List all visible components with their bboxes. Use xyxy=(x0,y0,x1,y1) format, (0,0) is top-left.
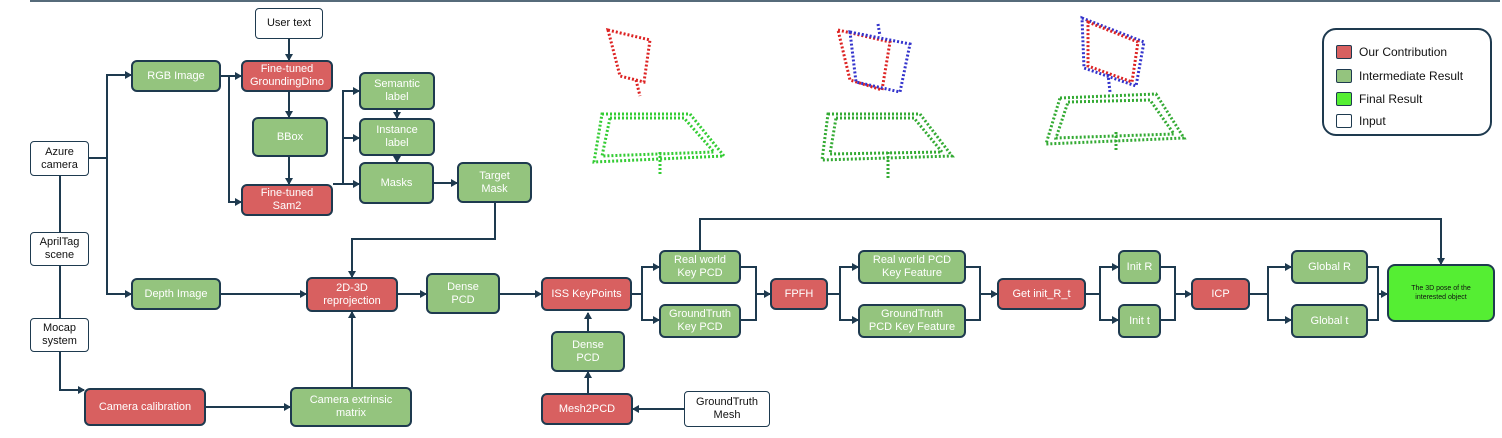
edge-init-t xyxy=(1099,294,1119,324)
sam2-node: Fine-tuned Sam2 xyxy=(241,184,333,216)
masks-node: Masks xyxy=(359,162,434,204)
legend-item-intermediate: Intermediate Result xyxy=(1336,68,1463,84)
icp-node: ICP xyxy=(1191,278,1250,310)
edge-fpfh-realfeat xyxy=(828,263,859,295)
init-r-node: Init R xyxy=(1118,250,1161,284)
legend: Our Contribution Intermediate Result Fin… xyxy=(1322,28,1492,136)
target-mask-node: Target Mask xyxy=(457,162,532,203)
edge-fpfh-gtfeat xyxy=(839,294,859,324)
depth-image-node: Depth Image xyxy=(131,278,221,310)
iss-keypoints-node: ISS KeyPoints xyxy=(541,277,632,311)
groundtruth-key-pcd-node: GroundTruth Key PCD xyxy=(659,304,741,338)
legend-label: Input xyxy=(1359,114,1386,128)
edge-target-reproj xyxy=(348,203,496,278)
dense-pcd-2-node: Dense PCD xyxy=(551,331,625,372)
get-init-rt-node: Get init_R_t xyxy=(997,278,1086,310)
legend-swatch-final xyxy=(1336,92,1352,106)
apriltag-scene-node: AprilTag scene xyxy=(30,232,89,266)
edge-realkey-final xyxy=(699,218,1445,265)
edge-icp-globalr xyxy=(1250,263,1292,295)
edge-rgb-sam xyxy=(228,76,242,206)
edge-gtfeat-init xyxy=(966,294,981,321)
edge-realkey-fpfh xyxy=(741,266,771,298)
pointcloud-sample-2 xyxy=(820,23,955,178)
real-world-pcd-key-feature-node: Real world PCD Key Feature xyxy=(858,250,966,284)
legend-label: Intermediate Result xyxy=(1359,69,1464,83)
camera-extrinsic-node: Camera extrinsic matrix xyxy=(290,387,412,427)
real-world-key-pcd-node: Real world Key PCD xyxy=(659,250,741,284)
edge-iss-gtkey xyxy=(641,294,660,324)
edge-azure-rgb xyxy=(89,71,132,159)
camera-calibration-node: Camera calibration xyxy=(84,388,206,426)
init-t-node: Init t xyxy=(1118,304,1161,338)
edge-globalt-final xyxy=(1368,294,1379,321)
user-text-node: User text xyxy=(255,8,323,39)
legend-swatch-intermediate xyxy=(1336,69,1352,83)
azure-camera-node: Azure camera xyxy=(30,141,89,176)
legend-label: Final Result xyxy=(1359,92,1423,106)
global-r-node: Global R xyxy=(1291,250,1368,284)
mocap-system-node: Mocap system xyxy=(30,318,89,352)
pointcloud-sample-3 xyxy=(1043,15,1187,152)
legend-swatch-input xyxy=(1336,114,1352,128)
reprojection-node: 2D-3D reprojection xyxy=(306,277,398,312)
grounding-dino-node: Fine-tuned GroundingDino xyxy=(241,60,333,92)
edge-globalr-final xyxy=(1368,266,1388,298)
edge-initr-icp xyxy=(1161,266,1192,298)
dense-pcd-node: Dense PCD xyxy=(426,273,500,314)
pointcloud-sample-1 xyxy=(592,27,728,174)
bbox-node: BBox xyxy=(252,117,328,157)
edge-initt-icp xyxy=(1161,294,1176,321)
final-pose-node: The 3D pose of the interested object xyxy=(1387,264,1495,322)
rgb-image-node: RGB Image xyxy=(131,60,221,92)
fpfh-node: FPFH xyxy=(770,278,828,310)
edge-realfeat-init xyxy=(966,266,998,298)
edge-icp-globalt xyxy=(1267,294,1292,324)
edge-iss-realkey xyxy=(632,263,660,295)
semantic-label-node: Semantic label xyxy=(359,72,435,110)
legend-item-input: Input xyxy=(1336,113,1386,129)
legend-item-contribution: Our Contribution xyxy=(1336,44,1447,60)
legend-label: Our Contribution xyxy=(1359,45,1448,59)
groundtruth-pcd-key-feature-node: GroundTruth PCD Key Feature xyxy=(858,304,966,338)
groundtruth-mesh-node: GroundTruth Mesh xyxy=(684,391,770,427)
mesh2pcd-node: Mesh2PCD xyxy=(541,393,633,425)
legend-swatch-contribution xyxy=(1336,45,1352,59)
edge-input-calibration xyxy=(59,176,85,394)
global-t-node: Global t xyxy=(1291,304,1368,338)
edge-gtkey-fpfh xyxy=(741,294,757,321)
edge-init-r xyxy=(1086,263,1119,295)
legend-item-final: Final Result xyxy=(1336,91,1422,107)
instance-label-node: Instance label xyxy=(359,118,435,156)
edge-azure-depth xyxy=(106,158,132,298)
